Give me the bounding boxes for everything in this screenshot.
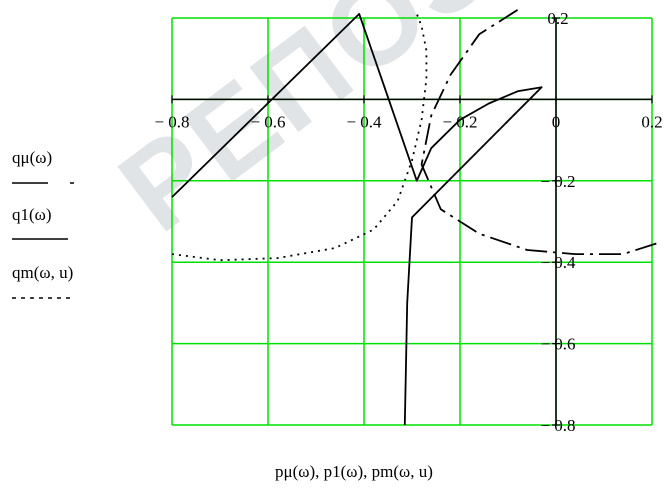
x-tick-label-4: 0 [552,112,561,131]
series-line-2 [171,12,543,426]
series-group [171,9,662,426]
legend-label-series-2: q1(ω) [12,205,52,224]
x-tick-label-0: − 0.8 [154,112,189,131]
y-tick-label-2: − 0.4 [540,253,576,272]
legend-swatch-series-1 [12,182,74,184]
y-tick-label-4: − 0.8 [540,416,575,435]
axes [171,17,653,426]
x-tick-label-5: 0.2 [641,112,662,131]
legend-label-series-3: qm(ω, u) [12,263,74,282]
y-tick-label-3: − 0.6 [540,335,575,354]
x-tick-label-1: − 0.6 [250,112,285,131]
legend-swatch-series-2 [12,238,68,240]
x-tick-label-2: − 0.4 [346,112,382,131]
series-line-1 [420,9,662,256]
legend-label-series-1: qμ(ω) [12,148,53,167]
tick-labels: − 0.8 − 0.6 − 0.4 − 0.2 0 0.2 0.2 − 0.2 − 0.4 − 0… [154,9,662,435]
y-tick-label-1: − 0.2 [540,172,575,191]
x-axis-label: pμ(ω), p1(ω), pm(ω, u) [275,462,433,481]
legend-swatch-series-3 [12,297,74,299]
series-line-3 [171,13,428,262]
y-tick-label-0: 0.2 [547,9,568,28]
x-tick-label-3: − 0.2 [442,112,477,131]
